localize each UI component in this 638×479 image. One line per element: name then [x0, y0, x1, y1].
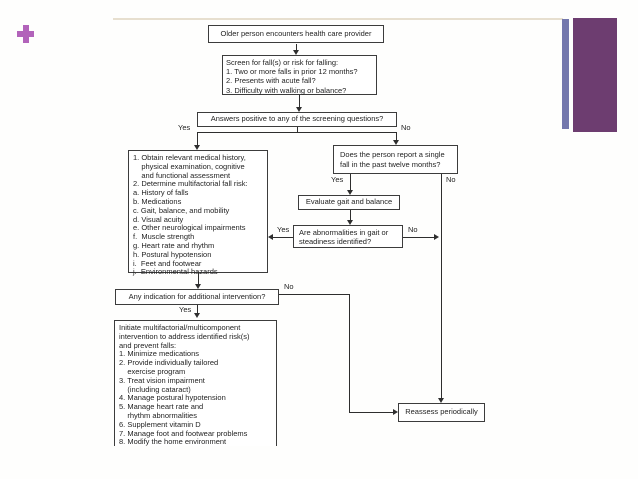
connector-abnormalities-yes: [273, 237, 293, 238]
arrowhead-down-icon: [393, 140, 399, 145]
connector-answers-yes: [197, 132, 198, 146]
label-abnormalities-yes: Yes: [277, 225, 290, 234]
connector-answers-split: [197, 132, 397, 133]
arrowhead-down-icon: [347, 220, 353, 225]
node-evaluate-gait-balance: Evaluate gait and balance: [298, 195, 400, 210]
arrowhead-down-icon: [296, 107, 302, 112]
label-answers-no: No: [401, 123, 411, 132]
node-additional-intervention-question: Any indication for additional interventi…: [115, 289, 279, 305]
arrowhead-down-icon: [293, 50, 299, 55]
accent-bar-wide: [573, 18, 617, 132]
connector-singlefall-evaluate: [350, 174, 351, 191]
node-reassess-periodically: Reassess periodically: [398, 403, 485, 422]
label-singlefall-no: No: [446, 175, 456, 184]
label-abnormalities-no: No: [408, 225, 418, 234]
connector-abnormalities-no: [403, 237, 434, 238]
connector-additional-no-h: [279, 294, 350, 295]
node-older-person-encounter: Older person encounters health care prov…: [208, 25, 384, 43]
connector-encounter-screen: [296, 44, 297, 51]
connector-answers-no: [396, 132, 397, 141]
label-additional-yes: Yes: [179, 305, 192, 314]
label-answers-yes: Yes: [178, 123, 191, 132]
label-additional-no: No: [284, 282, 294, 291]
connector-additional-no-v: [349, 294, 350, 413]
connector-answers-stub: [297, 127, 298, 133]
arrowhead-right-icon: [393, 409, 398, 415]
connector-assessment-additional: [198, 273, 199, 285]
plus-icon: [17, 25, 34, 43]
plus-icon-horizontal-bar: [17, 31, 34, 37]
arrowhead-down-icon: [438, 398, 444, 403]
arrowhead-right-icon: [434, 234, 439, 240]
connector-evaluate-abnormalities: [350, 210, 351, 221]
node-answers-positive: Answers positive to any of the screening…: [197, 112, 397, 127]
connector-singlefall-reassess: [441, 174, 442, 399]
label-singlefall-yes: Yes: [331, 175, 344, 184]
arrowhead-down-icon: [347, 190, 353, 195]
node-screen-for-falls: Screen for fall(s) or risk for falling: …: [222, 55, 377, 95]
top-rule: [113, 18, 563, 20]
node-initiate-intervention-list: Initiate multifactorial/multicomponent i…: [114, 320, 277, 446]
connector-additional-no-h2: [349, 412, 393, 413]
connector-screen-answers: [299, 95, 300, 108]
node-assessment-risk-list: 1. Obtain relevant medical history, phys…: [128, 150, 268, 276]
arrowhead-down-icon: [194, 145, 200, 150]
arrowhead-left-icon: [268, 234, 273, 240]
arrowhead-down-icon: [194, 313, 200, 318]
accent-bar-thin: [562, 19, 569, 129]
arrowhead-down-icon: [195, 284, 201, 289]
connector-additional-intervene: [197, 305, 198, 314]
node-single-fall-question: Does the person report a single fall in …: [333, 145, 458, 174]
node-gait-abnormalities-question: Are abnormalities in gait or steadiness …: [293, 225, 403, 248]
